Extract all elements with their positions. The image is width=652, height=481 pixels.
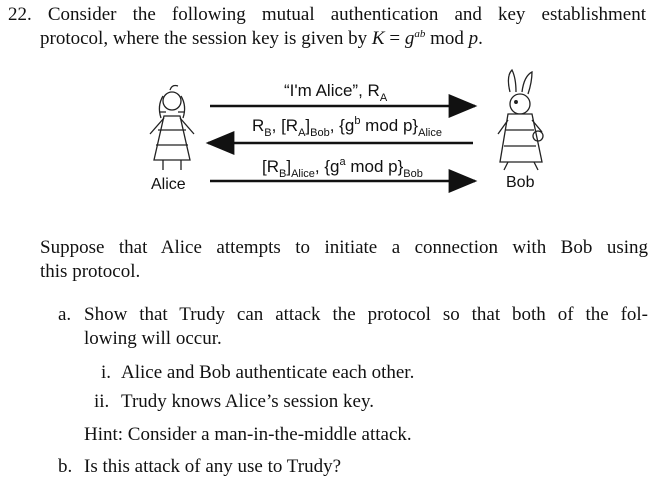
bob-figure: [497, 68, 544, 171]
math-k: K: [371, 28, 385, 49]
item-i-text: Alice and Bob authenticate each other.: [121, 362, 415, 383]
question-line-2: protocol, where the session key is given…: [40, 27, 483, 53]
question-text-line-1: Consider the following mutual authentica…: [47, 4, 647, 25]
question-line-1: 22. Consider the following mutual authen…: [8, 3, 646, 27]
math-mod: mod: [425, 28, 469, 49]
item-a-line-2: lowing will occur.: [84, 328, 222, 349]
message-3: [RB]Alice, {ga mod p}Bob: [262, 156, 423, 180]
message-3-subscript: Alice: [291, 168, 315, 180]
message-2-part: ]: [305, 116, 311, 135]
question-number: 22.: [8, 4, 32, 25]
message-3-part: mod p}: [345, 157, 404, 176]
message-1-text: “I'm Alice”, R: [284, 81, 380, 100]
message-2-subscript: Alice: [418, 127, 442, 139]
message-1: “I'm Alice”, RA: [284, 81, 388, 104]
math-exponent: ab: [414, 28, 426, 40]
message-2-subscript: A: [298, 127, 306, 139]
message-2-subscript: Bob: [310, 127, 330, 139]
message-3-superscript: a: [339, 156, 346, 168]
question-text-line-2: protocol, where the session key is given…: [40, 28, 372, 49]
message-3-part: , {g: [314, 157, 340, 176]
paragraph-1-line-2: this protocol.: [40, 261, 141, 282]
math-p: p: [468, 28, 479, 49]
math-g: g: [404, 28, 415, 49]
message-2-subscript: B: [264, 127, 272, 139]
item-ii-label: ii.: [94, 391, 110, 412]
alice-label: Alice: [151, 176, 186, 193]
item-ii-text: Trudy knows Alice’s session key.: [121, 391, 374, 412]
message-2-superscript: b: [354, 115, 361, 127]
message-2-part: mod p}: [360, 116, 419, 135]
message-2: RB, [RA]Bob, {gb mod p}Alice: [252, 115, 442, 139]
item-i-label: i.: [101, 362, 112, 383]
hint-text: Hint: Consider a man-in-the-middle attac…: [84, 424, 412, 445]
paragraph-1-line-1: Suppose that Alice attempts to initiate …: [40, 237, 648, 258]
item-b-label: b.: [58, 456, 73, 477]
message-2-part: , {g: [329, 116, 355, 135]
item-a-line-1: Show that Trudy can attack the protocol …: [84, 304, 648, 325]
message-2-part: R: [252, 116, 265, 135]
item-a-label: a.: [58, 304, 72, 325]
message-3-subscript: B: [279, 168, 287, 180]
math-period: .: [478, 28, 483, 49]
message-1-subscript: A: [379, 92, 388, 104]
alice-figure: [149, 84, 195, 170]
item-b-text: Is this attack of any use to Trudy?: [84, 456, 342, 477]
math-equals: =: [384, 28, 405, 49]
message-2-part: , [R: [271, 116, 299, 135]
message-3-subscript: Bob: [403, 168, 423, 180]
message-3-part: [R: [262, 157, 279, 176]
message-3-part: ]: [286, 157, 292, 176]
bob-label: Bob: [506, 174, 535, 191]
